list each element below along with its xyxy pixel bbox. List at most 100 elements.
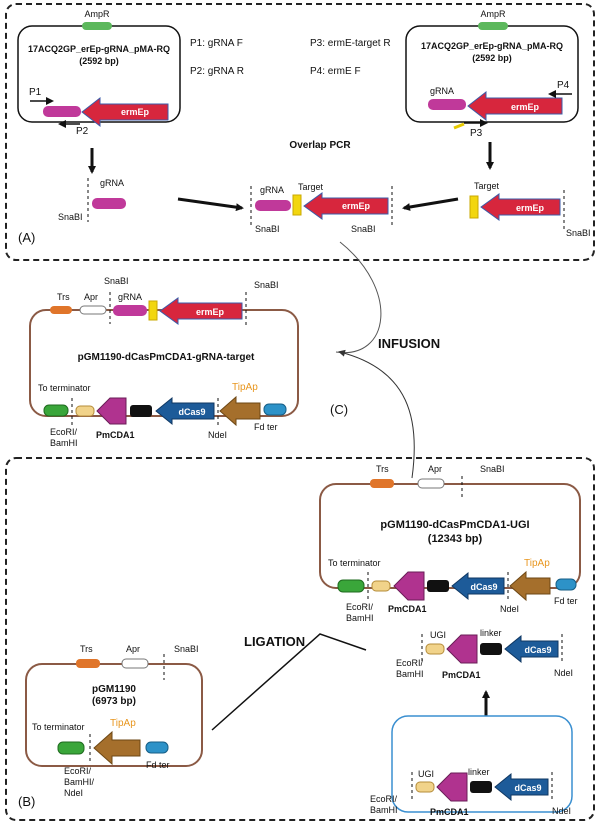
bamhi-label: BamHI bbox=[370, 805, 398, 815]
primer-legend-p1: P1: gRNA F bbox=[190, 38, 243, 49]
tipap-promoter bbox=[509, 570, 551, 602]
ugi-gene bbox=[415, 781, 435, 793]
ndei-label: NdeI bbox=[64, 788, 83, 798]
plasmid-size: (2592 bp) bbox=[79, 56, 119, 66]
plasmid-name: 17ACQ2GP_erEp-gRNA_pMA-RQ bbox=[421, 41, 563, 51]
snabi-label: SnaBI bbox=[174, 644, 199, 654]
tipap-label: TipAp bbox=[110, 718, 136, 729]
ermep-promoter bbox=[159, 297, 243, 325]
target-block bbox=[292, 194, 302, 216]
grna-gene bbox=[92, 198, 126, 209]
infusion-label: INFUSION bbox=[378, 336, 440, 351]
grna-label: gRNA bbox=[118, 292, 142, 302]
merge-arrow-left bbox=[177, 197, 244, 212]
grna-gene bbox=[428, 99, 466, 110]
snabi-label: SnaBI bbox=[58, 212, 83, 222]
linker-block bbox=[470, 781, 492, 793]
plasmid-blue: UGI linker dCas9 EcoRI/ BamHI PmCDA1 Nde… bbox=[370, 715, 573, 817]
ermep-promoter bbox=[81, 96, 169, 128]
pmcda1-gene bbox=[96, 397, 127, 425]
ecori-label: EcoRI/ bbox=[370, 794, 398, 804]
pmcda1-label: PmCDA1 bbox=[96, 430, 135, 440]
target-label: Target bbox=[474, 181, 500, 191]
linker-label: linker bbox=[480, 628, 502, 638]
pmcda1-gene bbox=[393, 571, 425, 601]
pmcda1-label: PmCDA1 bbox=[430, 807, 469, 817]
to-terminator-label: To terminator bbox=[32, 722, 85, 732]
panel-a-frame bbox=[5, 3, 595, 261]
pmcda1-gene bbox=[446, 634, 478, 664]
snabi-left-label: SnaBI bbox=[104, 276, 129, 286]
primer-legend-p4: P4: ermE F bbox=[310, 66, 361, 77]
bamhi-label: BamHI bbox=[396, 669, 424, 679]
plasmid-name: 17ACQ2GP_erEp-gRNA_pMA-RQ bbox=[28, 44, 170, 54]
trs-gene bbox=[370, 479, 394, 488]
linker-block bbox=[130, 405, 152, 417]
plasmid-name: pGM1190-dCasPmCDA1-UGI bbox=[380, 519, 529, 531]
primer-p2-label: P2 bbox=[76, 126, 89, 137]
ndei-label: NdeI bbox=[554, 668, 573, 678]
ndei-label: NdeI bbox=[208, 430, 227, 440]
trs-gene bbox=[50, 306, 72, 314]
ligation-label: LIGATION bbox=[244, 634, 305, 649]
insert-fragment: UGI linker dCas9 EcoRI/ BamHI PmCDA1 Nde… bbox=[396, 628, 573, 680]
fd-ter-gene bbox=[145, 741, 169, 754]
ugi-gene bbox=[371, 580, 391, 592]
panel-a-label: (A) bbox=[18, 230, 35, 245]
plasmid-ugi: Trs Apr SnaBI pGM1190-dCasPmCDA1-UGI (12… bbox=[319, 464, 581, 623]
fragment-merged: gRNA Target ermEp SnaBI SnaBI bbox=[250, 182, 393, 234]
dcas9-label: dCas9 bbox=[470, 582, 497, 592]
infusion-curve-arrow bbox=[338, 349, 415, 479]
apr-label: Apr bbox=[84, 292, 98, 302]
ampr-label: AmpR bbox=[480, 9, 506, 19]
dcas9-gene bbox=[451, 571, 505, 601]
ugi-label: UGI bbox=[418, 769, 434, 779]
primer-legend-p3: P3: ermE-target R bbox=[310, 38, 391, 49]
bamhi-label: BamHI bbox=[50, 438, 78, 448]
ecori-label: EcoRI/ bbox=[64, 766, 92, 776]
trs-gene bbox=[76, 659, 100, 668]
tipap-promoter bbox=[93, 730, 141, 766]
target-block bbox=[148, 300, 158, 321]
ermep-promoter bbox=[303, 192, 389, 220]
fragment-target: Target ermEp SnaBI bbox=[469, 181, 591, 238]
ligation-lines bbox=[211, 633, 367, 731]
primer-p1-label: P1 bbox=[29, 87, 42, 98]
dcas9-gene bbox=[504, 634, 559, 664]
ecori-label: EcoRI/ bbox=[50, 427, 78, 437]
ampr-gene bbox=[82, 22, 112, 30]
ermep-promoter bbox=[480, 193, 561, 221]
overlap-pcr-label: Overlap PCR bbox=[289, 140, 351, 151]
ecori-label: EcoRI/ bbox=[396, 658, 424, 668]
grna-gene bbox=[43, 106, 81, 117]
ermep-label: ermEp bbox=[342, 201, 371, 211]
panel-b-frame bbox=[5, 457, 595, 821]
panel-c-label: (C) bbox=[330, 402, 348, 417]
primer-p4-label: P4 bbox=[557, 80, 570, 91]
infusion-curve-upper bbox=[335, 241, 382, 354]
grna-label: gRNA bbox=[430, 86, 454, 96]
ndei-label: NdeI bbox=[552, 806, 571, 816]
trs-label: Trs bbox=[57, 292, 70, 302]
grna-label: gRNA bbox=[100, 178, 124, 188]
merge-arrow-right bbox=[402, 197, 459, 211]
fd-ter-label: Fd ter bbox=[554, 596, 578, 606]
dcas9-label: dCas9 bbox=[524, 645, 551, 655]
pmcda1-gene bbox=[436, 772, 468, 802]
to-terminator-label: To terminator bbox=[38, 383, 91, 393]
snabi-label: SnaBI bbox=[566, 228, 591, 238]
to-terminator-gene bbox=[43, 404, 69, 417]
ugi-gene bbox=[75, 405, 95, 417]
pmcda1-label: PmCDA1 bbox=[442, 670, 481, 680]
dcas9-gene bbox=[155, 396, 215, 426]
plasmid-right: AmpR 17ACQ2GP_erEp-gRNA_pMA-RQ (2592 bp)… bbox=[405, 9, 579, 139]
to-terminator-label: To terminator bbox=[328, 558, 381, 568]
snabi-right-label: SnaBI bbox=[351, 224, 376, 234]
primer-legend-p2: P2: gRNA R bbox=[190, 66, 244, 77]
plasmid-name: pGM1190-dCasPmCDA1-gRNA-target bbox=[78, 352, 255, 363]
target-block bbox=[469, 195, 479, 219]
linker-block bbox=[427, 580, 449, 592]
fd-ter-gene bbox=[555, 578, 577, 591]
ecori-label: EcoRI/ bbox=[346, 602, 374, 612]
